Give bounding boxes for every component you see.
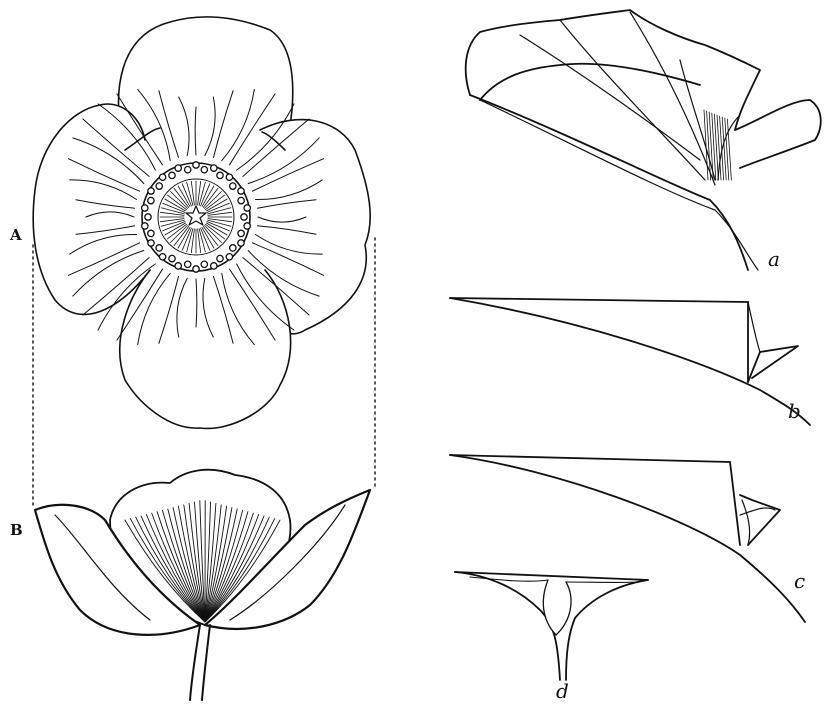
label-B: B [10,521,23,539]
label-d: d [556,679,569,703]
c-vertical [730,462,740,545]
label-a: a [768,247,780,271]
leaf-drawing-a: a [466,10,821,271]
flower-side-view [35,470,370,700]
line-diagram-c: c [450,455,805,622]
d-inner-petal [543,580,571,635]
petal-bottom [120,270,291,428]
side-stem [190,625,200,700]
d-right-curve [566,580,648,680]
label-A: A [9,226,22,244]
b-triangle [748,346,798,382]
label-c: c [794,569,805,593]
c-top-line [450,455,730,462]
b-top-line [450,298,748,302]
label-b: b [788,399,801,423]
flower-top-view [33,17,370,429]
line-diagram-d: d [455,572,648,703]
d-left-curve [455,572,560,680]
c-triangle [740,495,780,545]
line-diagram-b: b [450,298,810,425]
